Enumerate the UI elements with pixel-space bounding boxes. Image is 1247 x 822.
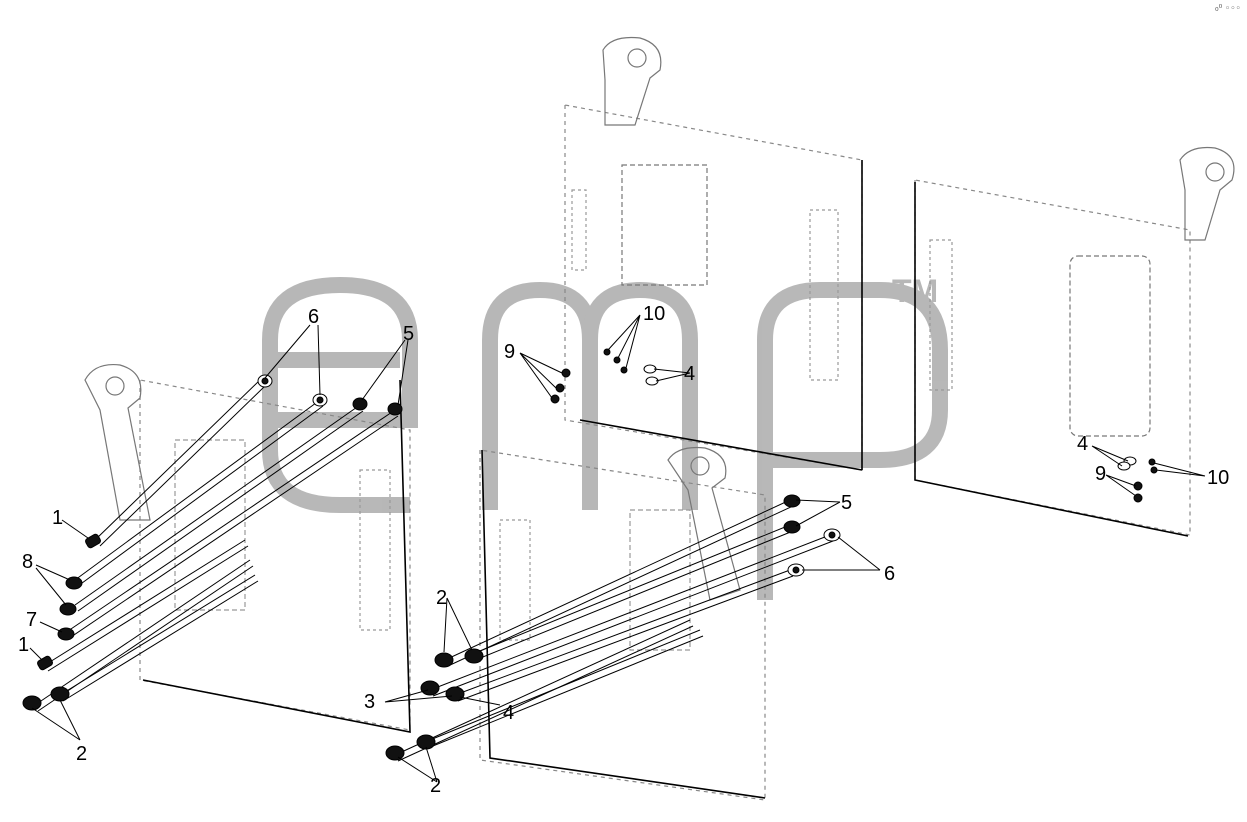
callout-5-mid: 5 [841, 492, 852, 514]
fitting-5-left-b [387, 402, 403, 416]
fitting-10-mid-a [603, 348, 611, 356]
fitting-4-right-b [1117, 461, 1131, 471]
callout-4-mid: 4 [503, 702, 514, 724]
callout-10-rear: 10 [643, 303, 665, 325]
callout-6-mid: 6 [884, 563, 895, 585]
leader-lines [29, 314, 1206, 783]
fitting-2-low-b [416, 734, 436, 750]
fitting-6-mid-a [823, 528, 841, 542]
rear-plate-right [914, 146, 1235, 537]
fitting-8-b [59, 602, 77, 616]
watermark: TM [262, 273, 948, 600]
fitting-2-left-b [50, 686, 70, 702]
callout-10-right: 10 [1207, 467, 1229, 489]
fitting-10-mid-c [620, 366, 628, 374]
callout-4-right: 4 [1077, 433, 1088, 455]
callout-9-rear: 9 [504, 341, 515, 363]
fitting-9-right-a [1133, 481, 1143, 491]
callout-6-left: 6 [308, 306, 319, 328]
callout-5-left: 5 [403, 323, 414, 345]
callout-2-mid: 2 [436, 587, 447, 609]
front-plate-left [84, 363, 411, 733]
callout-7: 7 [26, 609, 37, 631]
callout-1-lower: 1 [18, 634, 29, 656]
fitting-3-a [420, 680, 440, 696]
fitting-5-mid-a [783, 494, 801, 508]
hose-lines [34, 379, 834, 762]
fitting-2-mid-a [434, 652, 454, 668]
rear-plate-middle [564, 36, 863, 471]
front-plate-middle [479, 446, 766, 801]
fitting-1-upper [85, 533, 101, 549]
fitting-9-mid-c [550, 394, 560, 404]
callouts: 6 5 1 8 7 1 2 2 3 4 2 5 6 9 10 4 4 9 10 [18, 303, 1229, 797]
callout-9-right: 9 [1095, 463, 1106, 485]
fitting-5-mid-b [783, 520, 801, 534]
fitting-6-mid-b [787, 563, 805, 577]
callout-2-low: 2 [430, 775, 441, 797]
fitting-9-mid-a [561, 368, 571, 378]
callout-8: 8 [22, 551, 33, 573]
callout-2-left: 2 [76, 743, 87, 765]
callout-3: 3 [364, 691, 375, 713]
fitting-3-b [445, 686, 465, 702]
fitting-5-left-a [352, 397, 368, 411]
callout-4-rear: 4 [684, 363, 695, 385]
fittings [22, 348, 1158, 761]
fitting-6-left-b [312, 393, 328, 407]
callout-1-upper: 1 [52, 507, 63, 529]
fitting-9-mid-b [555, 383, 565, 393]
fitting-10-right-a [1148, 458, 1156, 466]
fitting-2-low-a [385, 745, 405, 761]
fitting-10-mid-b [613, 356, 621, 364]
fitting-7 [57, 627, 75, 641]
fitting-2-left-a [22, 695, 42, 711]
fitting-2-mid-b [464, 648, 484, 664]
fitting-6-left-a [257, 374, 273, 388]
corner-mark: ₀⁰ ◦◦◦ [1214, 4, 1241, 14]
